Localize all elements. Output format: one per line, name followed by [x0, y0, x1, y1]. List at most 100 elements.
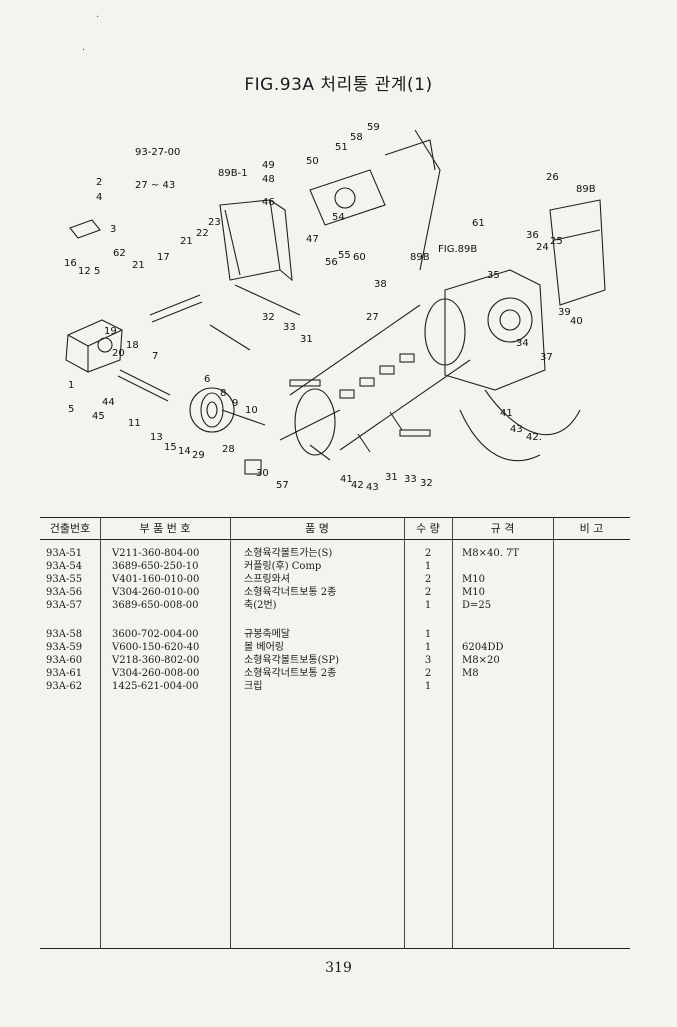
svg-text:49: 49	[262, 160, 275, 171]
cell-quantity: 2	[424, 548, 432, 559]
svg-text:4: 4	[96, 192, 102, 203]
cell-part-name: 소형육각너트보통 2종	[244, 668, 337, 679]
svg-text:10: 10	[245, 405, 258, 416]
cell-part-name: 소형육각너트보통 2종	[244, 587, 337, 598]
svg-text:14: 14	[178, 446, 191, 457]
svg-text:7: 7	[152, 351, 158, 362]
table-row: 93A-54 3689-650-250-10 커플링(후) Comp 1	[40, 560, 630, 573]
header-part-no: 건출번호	[49, 522, 91, 535]
cell-part-no: 93A-55	[46, 574, 83, 585]
svg-text:24: 24	[536, 242, 549, 253]
cell-part-no: 93A-51	[46, 548, 83, 559]
cell-quantity: 2	[424, 574, 432, 585]
svg-text:43: 43	[510, 424, 523, 435]
cell-part-name: 크립	[244, 681, 263, 692]
cell-part-number: V600-150-620-40	[112, 642, 200, 653]
svg-text:89B-1: 89B-1	[218, 168, 248, 179]
cell-quantity: 1	[424, 561, 432, 572]
svg-text:33: 33	[283, 322, 296, 333]
svg-text:21: 21	[180, 236, 193, 247]
svg-text:31: 31	[300, 334, 313, 345]
cell-part-name: 스프링와셔	[244, 574, 290, 585]
svg-text:32: 32	[262, 312, 275, 323]
cell-part-number: 3600-702-004-00	[112, 629, 199, 640]
svg-text:5: 5	[68, 404, 74, 415]
cell-part-name: 볼 베어링	[244, 642, 284, 653]
svg-text:89B: 89B	[410, 252, 430, 263]
cell-part-no: 93A-59	[46, 642, 83, 653]
svg-text:46: 46	[262, 197, 275, 208]
svg-text:48: 48	[262, 174, 275, 185]
svg-text:1: 1	[68, 380, 74, 391]
scan-mark: ·	[82, 45, 86, 56]
cell-part-number: V211-360-804-00	[112, 548, 200, 559]
svg-text:30: 30	[256, 468, 269, 479]
svg-text:16: 16	[64, 258, 77, 269]
svg-text:6: 6	[204, 374, 210, 385]
svg-text:54: 54	[332, 212, 345, 223]
svg-text:40: 40	[570, 316, 583, 327]
svg-text:45: 45	[92, 411, 105, 422]
svg-text:39: 39	[558, 307, 571, 318]
cell-part-name: 소형육각볼트보통(SP)	[244, 655, 339, 666]
svg-text:27 ~ 43: 27 ~ 43	[135, 180, 175, 191]
svg-text:33: 33	[404, 474, 417, 485]
svg-text:5: 5	[94, 266, 100, 277]
svg-text:61: 61	[472, 218, 485, 229]
svg-text:55: 55	[338, 250, 351, 261]
svg-text:44: 44	[102, 397, 115, 408]
svg-text:21: 21	[132, 260, 145, 271]
header-remarks: 비 고	[579, 522, 604, 535]
svg-text:27: 27	[366, 312, 379, 323]
cell-part-name: 소형육각볼트가는(S)	[244, 548, 333, 559]
cell-spec: M8	[462, 668, 479, 679]
cell-spec: D=25	[462, 600, 492, 611]
cell-part-no: 93A-56	[46, 587, 83, 598]
svg-text:38: 38	[374, 279, 387, 290]
cell-quantity: 1	[424, 600, 432, 611]
cell-spec: M8×40. 7T	[462, 548, 520, 559]
cell-part-number: 3689-650-250-10	[112, 561, 199, 572]
cell-part-no: 93A-58	[46, 629, 83, 640]
cell-part-no: 93A-62	[46, 681, 83, 692]
svg-text:12: 12	[78, 266, 91, 277]
svg-text:19: 19	[104, 326, 117, 337]
page-number: 319	[325, 960, 352, 976]
svg-text:29: 29	[192, 450, 205, 461]
header-spec: 규 격	[490, 522, 515, 535]
svg-text:25: 25	[550, 236, 563, 247]
cell-part-no: 93A-57	[46, 600, 83, 611]
cell-part-number: 1425-621-004-00	[112, 681, 199, 692]
svg-text:23: 23	[208, 217, 221, 228]
svg-text:50: 50	[306, 156, 319, 167]
cell-part-no: 93A-61	[46, 668, 83, 679]
svg-text:17: 17	[157, 252, 170, 263]
cell-part-number: 3689-650-008-00	[112, 600, 199, 611]
svg-text:42.: 42.	[526, 432, 542, 443]
svg-text:62: 62	[113, 248, 126, 259]
svg-text:2: 2	[96, 177, 102, 188]
svg-text:93-27-00: 93-27-00	[135, 147, 180, 158]
cell-part-name: 규봉축메달	[244, 629, 290, 640]
cell-part-name: 커플링(후) Comp	[244, 561, 322, 572]
svg-text:41: 41	[340, 474, 353, 485]
cell-part-number: V401-160-010-00	[112, 574, 200, 585]
cell-part-number: V218-360-802-00	[112, 655, 200, 666]
svg-text:42: 42	[351, 480, 364, 491]
svg-text:59: 59	[367, 122, 380, 133]
svg-text:9: 9	[232, 398, 238, 409]
svg-text:18: 18	[126, 340, 139, 351]
cell-spec: M8×20	[462, 655, 500, 666]
svg-text:31: 31	[385, 472, 398, 483]
svg-text:89B: 89B	[576, 184, 596, 195]
cell-part-no: 93A-54	[46, 561, 83, 572]
svg-text:15: 15	[164, 442, 177, 453]
svg-text:22: 22	[196, 228, 209, 239]
cell-quantity: 3	[424, 655, 432, 666]
svg-text:26: 26	[546, 172, 559, 183]
